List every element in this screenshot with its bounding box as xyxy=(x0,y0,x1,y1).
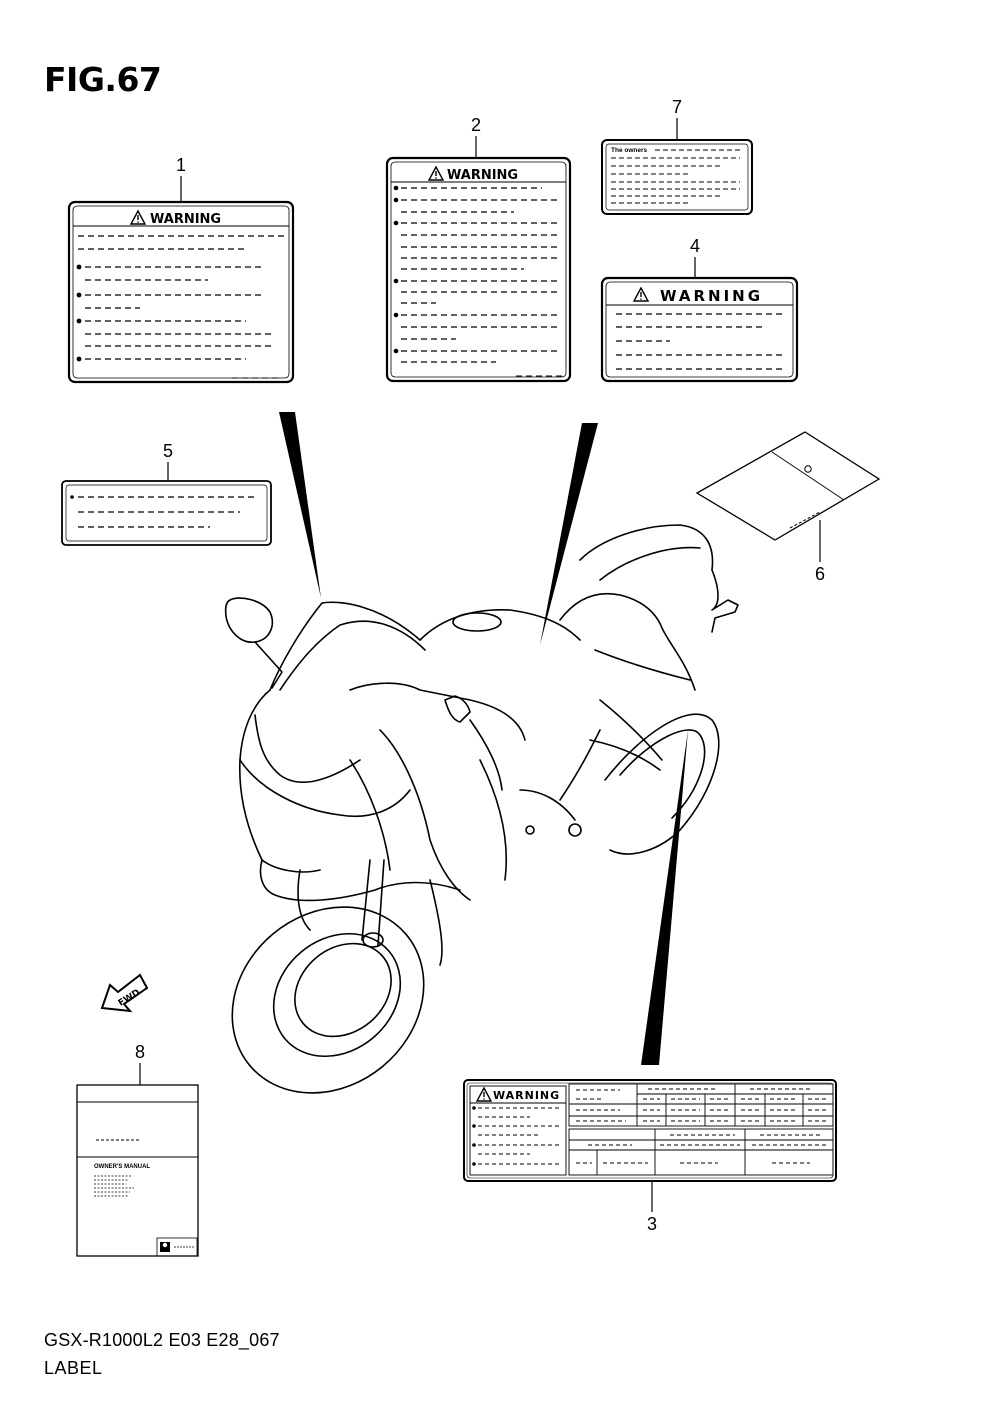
footer-section-title: LABEL xyxy=(44,1358,103,1378)
warning-text-3: WARNING xyxy=(493,1089,560,1102)
warning-triangle-icon xyxy=(476,1087,492,1102)
owners-manual-text: OWNER'S MANUAL xyxy=(94,1164,150,1170)
warning-triangle-icon xyxy=(130,210,146,225)
figure-title: FIG.67 xyxy=(44,60,162,99)
callout-number-3: 3 xyxy=(647,1214,657,1234)
callout-number-1: 1 xyxy=(176,155,186,175)
warning-text-1: WARNING xyxy=(150,212,221,227)
label-1: 1 WARNING xyxy=(67,155,295,384)
label-6: 6 xyxy=(695,431,881,584)
callout-number-8: 8 xyxy=(135,1042,145,1062)
label-4: 4 WARNING xyxy=(600,236,799,383)
motorcycle-drawing xyxy=(224,524,739,1094)
label-5: 5 xyxy=(61,441,272,546)
leader-wedges xyxy=(279,412,688,1065)
label-2: 2 WARNING xyxy=(385,115,572,383)
owners-text: The owners xyxy=(611,147,648,154)
callout-number-4: 4 xyxy=(690,236,700,256)
fwd-arrow-icon: FWD xyxy=(100,973,149,1013)
label-3: WARNING xyxy=(463,1079,837,1234)
warning-text-2: WARNING xyxy=(447,168,518,183)
warning-text-4: WARNING xyxy=(660,287,763,305)
callout-number-2: 2 xyxy=(471,115,481,135)
callout-number-5: 5 xyxy=(163,441,173,461)
callout-number-7: 7 xyxy=(672,97,682,117)
callout-number-6: 6 xyxy=(815,564,825,584)
label-7: 7 The owners xyxy=(601,97,753,215)
footer-model-code: GSX-R1000L2 E03 E28_067 xyxy=(44,1330,280,1350)
label-8: 8 OWNER'S MANUAL xyxy=(76,1042,199,1257)
warning-triangle-icon xyxy=(633,287,649,302)
warning-triangle-icon xyxy=(428,166,444,181)
